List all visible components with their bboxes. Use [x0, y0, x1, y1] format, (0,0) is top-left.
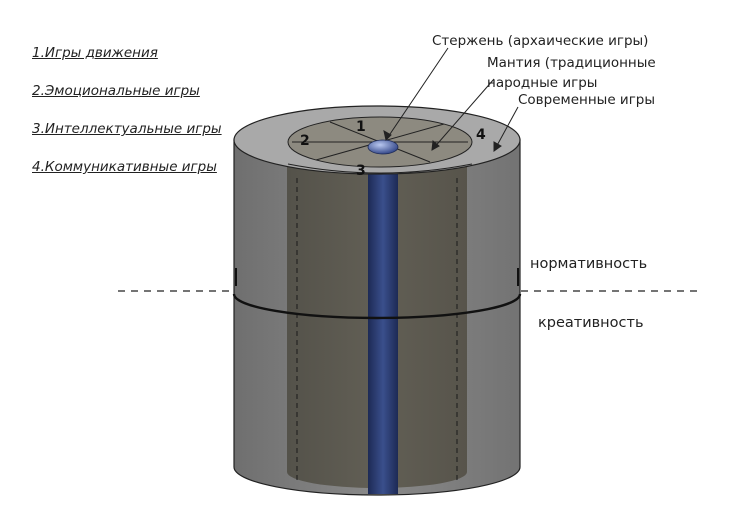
level-lower-label: креативность [538, 315, 644, 331]
arrow-modern-head [493, 141, 502, 152]
level-band [232, 293, 522, 320]
core-callout: Стержень (архаические игры) [432, 33, 648, 49]
mantle-callout-line1: Мантия (традиционные [487, 55, 656, 71]
sector-number-2: 2 [300, 133, 310, 149]
mantle-callout-line2: народные игры [487, 75, 597, 91]
sector-number-3: 3 [356, 163, 366, 179]
legend-item-emotional: 2.Эмоциональные игры [32, 83, 200, 99]
modern-callout: Современные игры [518, 92, 655, 108]
arrow-core [385, 47, 449, 141]
legend-item-communicative: 4.Коммуникативные игры [32, 159, 217, 175]
core-cap [367, 139, 399, 155]
game-types-legend: 1.Игры движения 2.Эмоциональные игры 3.И… [32, 44, 222, 196]
legend-item-movement: 1.Игры движения [32, 45, 158, 61]
arrow-core-head [383, 130, 392, 141]
arrow-mantle-head [431, 140, 440, 151]
arrow-modern [493, 106, 519, 152]
arrow-mantle [431, 78, 495, 151]
sector-number-4: 4 [476, 127, 486, 143]
mantle-front-rim [287, 163, 473, 174]
level-upper-label: нормативность [530, 256, 647, 272]
core-rod [368, 148, 398, 494]
sector-number-1: 1 [356, 119, 366, 135]
legend-item-intellectual: 3.Интеллектуальные игры [32, 121, 222, 137]
